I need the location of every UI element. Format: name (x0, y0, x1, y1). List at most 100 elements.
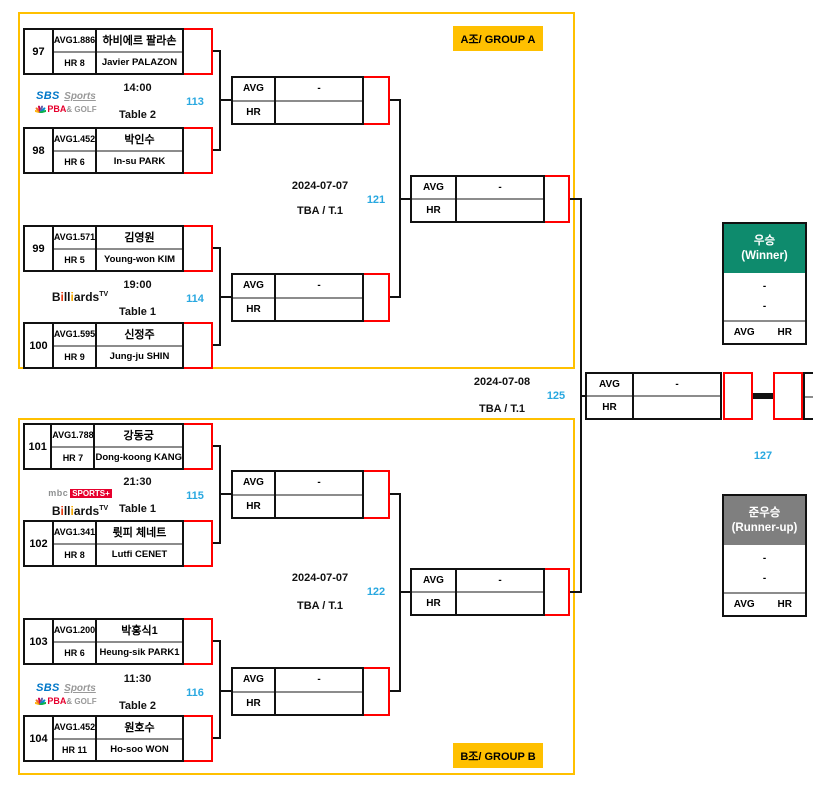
match-115-box: AVG HR - (231, 470, 390, 519)
winner-name-line: - (762, 281, 767, 293)
player-100-card: 100 AVG1.595 HR 9 신정주 Jung-ju SHIN (23, 322, 184, 369)
match-125-box: AVG HR - (585, 372, 722, 420)
billiardstv-logo-tv: TV (99, 505, 109, 513)
billiardstv-logo: BilliardsTV (40, 287, 120, 306)
avg-label: AVG (733, 327, 755, 338)
player-avg: AVG1.200 (54, 620, 95, 643)
match-113-box: AVG HR - (231, 76, 390, 125)
player-stats: AVG1.452 HR 6 (52, 129, 95, 172)
match-121-box: AVG HR - (410, 175, 570, 223)
score-values: - (455, 177, 543, 221)
billiardstv-logo-text: i (70, 290, 74, 304)
player-hr: HR 9 (64, 351, 85, 362)
player-102-card: 102 AVG1.341 HR 8 륏피 체네트 Lutfi CENET (23, 520, 184, 567)
match-116-time: 11:30 (123, 673, 152, 685)
match-121-date: 2024-07-07 (291, 180, 349, 192)
player-name-en: Dong-koong KANG (95, 452, 182, 464)
avg-value: - (634, 374, 720, 397)
score-values: - (455, 570, 543, 614)
avg-value: - (457, 570, 543, 593)
hr-label: HR (246, 500, 261, 512)
avg-label: AVG (233, 275, 274, 299)
player-box-102: 102 AVG1.341 HR 8 륏피 체네트 Lutfi CENET (23, 520, 213, 567)
advance-slot (545, 568, 570, 616)
mbc-sports-logo-text: SPORTS+ (70, 489, 112, 498)
player-avg: AVG1.886 (54, 30, 95, 53)
hr-value (276, 693, 362, 715)
match-121-venue: TBA / T.1 (296, 205, 344, 217)
advance-slot (364, 76, 390, 125)
player-seed: 103 (29, 635, 48, 648)
player-avg: AVG1.341 (54, 522, 95, 545)
player-name-en: Heung-sik PARK1 (99, 647, 180, 659)
billiardstv-logo-text: i (60, 504, 64, 519)
player-hr: HR 6 (64, 156, 85, 167)
pba-logo-text: PBA (47, 696, 67, 707)
winner-title-kr: 우승 (753, 234, 776, 247)
score-labels: AVG HR (412, 177, 455, 221)
advance-slot (184, 423, 213, 470)
match-113-table: Table 2 (118, 109, 157, 121)
match-127-number: 127 (753, 450, 773, 462)
billiardstv-logo-tv: TV (99, 291, 109, 298)
score-values: - (274, 275, 362, 320)
match-125-number: 125 (546, 390, 566, 402)
match-score-table: AVG HR - (231, 470, 364, 519)
avg-label: AVG (587, 374, 632, 397)
runner-up-box: 준우승 (Runner-up) - - AVG HR (722, 494, 807, 617)
billiardstv-logo-text: B (51, 504, 61, 519)
hr-label: HR (246, 697, 261, 709)
player-names: 륏피 체네트 Lutfi CENET (95, 522, 182, 565)
score-labels: AVG HR (233, 669, 274, 714)
player-box-101: 101 AVG1.788 HR 7 강동궁 Dong-koong KANG (23, 423, 213, 470)
winner-stat-labels: AVG HR (724, 320, 805, 343)
player-97-card: 97 AVG1.886 HR 8 하비에르 팔라손 Javier PALAZON (23, 28, 184, 75)
score-labels: AVG HR (412, 570, 455, 614)
player-name-kr: 강동궁 (95, 425, 182, 448)
hr-value (276, 299, 362, 321)
match-115-number: 115 (186, 490, 204, 502)
avg-label: AVG (233, 669, 274, 693)
hr-label: HR (246, 303, 261, 315)
winner-title-en: (Winner) (741, 249, 788, 262)
score-labels: AVG HR (233, 472, 274, 517)
score-labels: AVG HR (233, 78, 274, 123)
winner-box: 우승 (Winner) - - AVG HR (722, 222, 807, 345)
player-name-en: Javier PALAZON (101, 57, 178, 69)
advance-slot (184, 225, 213, 272)
runner-up-name-line: - (762, 553, 767, 565)
player-names: 하비에르 팔라손 Javier PALAZON (95, 30, 182, 73)
player-hr: HR 5 (64, 254, 85, 265)
score-labels: AVG HR (233, 275, 274, 320)
advance-slot (364, 273, 390, 322)
billiardstv-logo-text: i (60, 290, 64, 304)
pba-peacock-icon (34, 696, 47, 708)
hr-value (276, 102, 362, 124)
match-114-box: AVG HR - (231, 273, 390, 322)
winner-placeholder: - - (724, 273, 805, 320)
player-104-card: 104 AVG1.452 HR 11 원호수 Ho-soo WON (23, 715, 184, 762)
player-name-en: Young-won KIM (103, 254, 176, 266)
runner-up-header: 준우승 (Runner-up) (724, 496, 805, 545)
player-stats: AVG1.886 HR 8 (52, 30, 95, 73)
player-avg: AVG1.788 (52, 425, 94, 448)
player-99-card: 99 AVG1.571 HR 5 김영원 Young-won KIM (23, 225, 184, 272)
advance-slot (184, 322, 213, 369)
match-116-table: Table 2 (118, 700, 157, 712)
match-114-number: 114 (186, 293, 204, 305)
advance-slot (184, 618, 213, 665)
hr-label: HR (602, 402, 617, 413)
player-names: 김영원 Young-won KIM (95, 227, 182, 270)
match-115-table: Table 1 (118, 503, 157, 515)
player-stats: AVG1.341 HR 8 (52, 522, 95, 565)
match-122-number: 122 (366, 586, 386, 598)
winner-name-line: - (762, 300, 767, 312)
player-names: 강동궁 Dong-koong KANG (93, 425, 182, 468)
avg-label: AVG (733, 599, 755, 610)
player-box-100: 100 AVG1.595 HR 9 신정주 Jung-ju SHIN (23, 322, 213, 369)
player-98-card: 98 AVG1.452 HR 6 박인수 In-su PARK (23, 127, 184, 174)
score-values: - (274, 78, 362, 123)
player-avg: AVG1.595 (54, 324, 95, 347)
player-hr: HR 6 (64, 647, 85, 658)
player-101-card: 101 AVG1.788 HR 7 강동궁 Dong-koong KANG (23, 423, 184, 470)
